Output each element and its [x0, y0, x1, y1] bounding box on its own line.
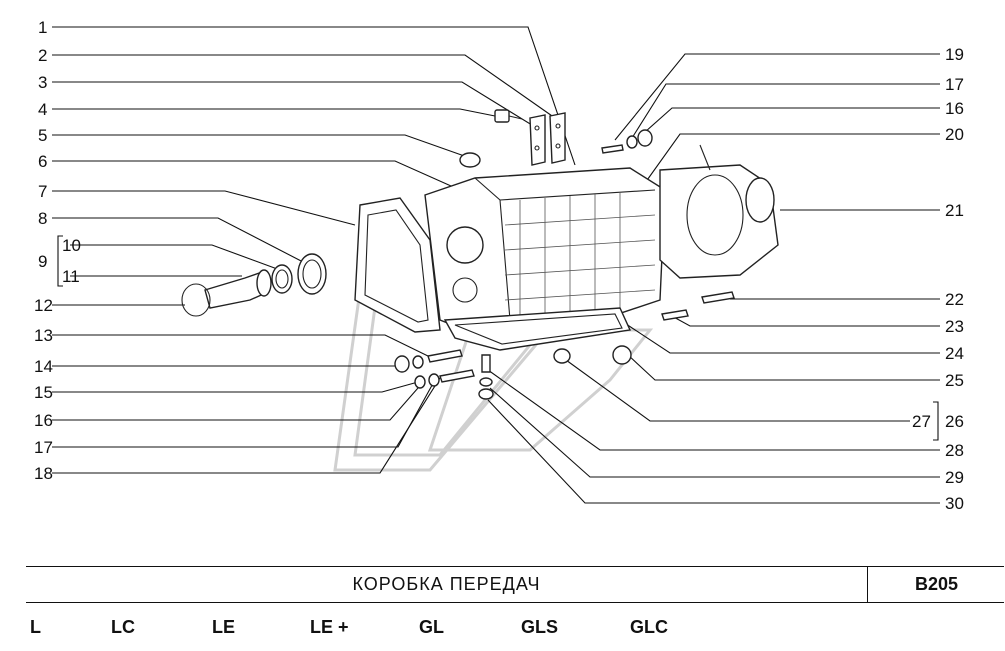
plug-part-27 [553, 348, 571, 364]
callout-label: 29 [945, 468, 964, 487]
trim-level-label: GLS [521, 617, 559, 637]
callout-label: 3 [38, 73, 47, 92]
trim-level-label: L [30, 617, 41, 637]
callout-label: 23 [945, 317, 964, 336]
studs-part-19-17-16 [601, 129, 653, 154]
callout-label: 11 [62, 267, 80, 286]
bottom-cover-part-24 [443, 307, 632, 351]
trim-level-label: LC [111, 617, 135, 637]
studs-part-22-23 [661, 291, 735, 321]
callout-label: 17 [945, 75, 964, 94]
leader-lines-right [487, 53, 940, 504]
callout-label: 21 [945, 201, 964, 220]
plates-part-2-3 [529, 112, 566, 166]
seal-ring-part-8 [297, 253, 327, 295]
callout-label: 6 [38, 152, 47, 171]
title-bar: КОРОБКА ПЕРЕДАЧ B205 [26, 566, 1004, 603]
nuts-part-14-15 [394, 355, 440, 389]
page-code: B205 [914, 574, 959, 594]
callout-label: 19 [945, 45, 964, 64]
callout-label: 17 [34, 438, 53, 457]
callout-label: 12 [34, 296, 53, 315]
callout-label: 18 [34, 464, 53, 483]
gearbox-housing-part-6 [424, 167, 666, 333]
callout-labels-left: 1 2 3 4 5 6 7 8 10 11 12 13 14 15 16 17 … [34, 18, 81, 483]
callout-label: 20 [945, 125, 964, 144]
sleeve-part-11 [204, 269, 272, 309]
callout-label: 30 [945, 494, 964, 513]
trim-level-label: GLC [630, 617, 668, 637]
trim-level-row: L LC LE LE + GL GLS GLC [0, 612, 1005, 642]
trim-level-label: LE [212, 617, 236, 637]
page-title: КОРОБКА ПЕРЕДАЧ [352, 574, 541, 594]
callout-group-label: 9 [38, 252, 47, 271]
drain-parts-28-29-30 [478, 354, 494, 400]
callout-label: 1 [38, 18, 47, 37]
callout-label: 8 [38, 209, 47, 228]
callout-label: 4 [38, 100, 47, 119]
callout-label: 22 [945, 290, 964, 309]
trim-level-label: LE + [310, 617, 349, 637]
exploded-gearbox-diagram: 1 2 3 4 5 6 7 8 10 11 12 13 14 15 16 17 … [34, 18, 964, 513]
callout-label: 14 [34, 357, 53, 376]
callout-label: 28 [945, 441, 964, 460]
ring-part-10 [271, 264, 293, 294]
o-ring-part-12 [181, 283, 211, 317]
callout-label: 16 [945, 99, 964, 118]
title-divider [867, 567, 868, 602]
callout-labels-right: 19 17 16 20 21 22 23 24 25 27 28 29 30 2… [912, 45, 964, 513]
plug-part-5 [459, 152, 481, 168]
callout-label: 27 [912, 412, 931, 431]
callout-group-label: 26 [945, 412, 964, 431]
plug-part-25 [612, 345, 632, 365]
gasket-part-7 [354, 197, 441, 333]
rear-housing-part-21 [659, 144, 779, 279]
callout-label: 10 [62, 236, 81, 255]
leader-lines-left [52, 26, 576, 474]
callout-label: 5 [38, 126, 47, 145]
studs-part-13-18 [427, 349, 475, 383]
callout-label: 7 [38, 182, 47, 201]
callout-label: 2 [38, 46, 47, 65]
bolt-part-4 [494, 109, 523, 123]
callout-label: 13 [34, 326, 53, 345]
callout-label: 24 [945, 344, 964, 363]
trim-level-label: GL [419, 617, 444, 637]
callout-label: 15 [34, 383, 53, 402]
callout-label: 25 [945, 371, 964, 390]
callout-label: 16 [34, 411, 53, 430]
